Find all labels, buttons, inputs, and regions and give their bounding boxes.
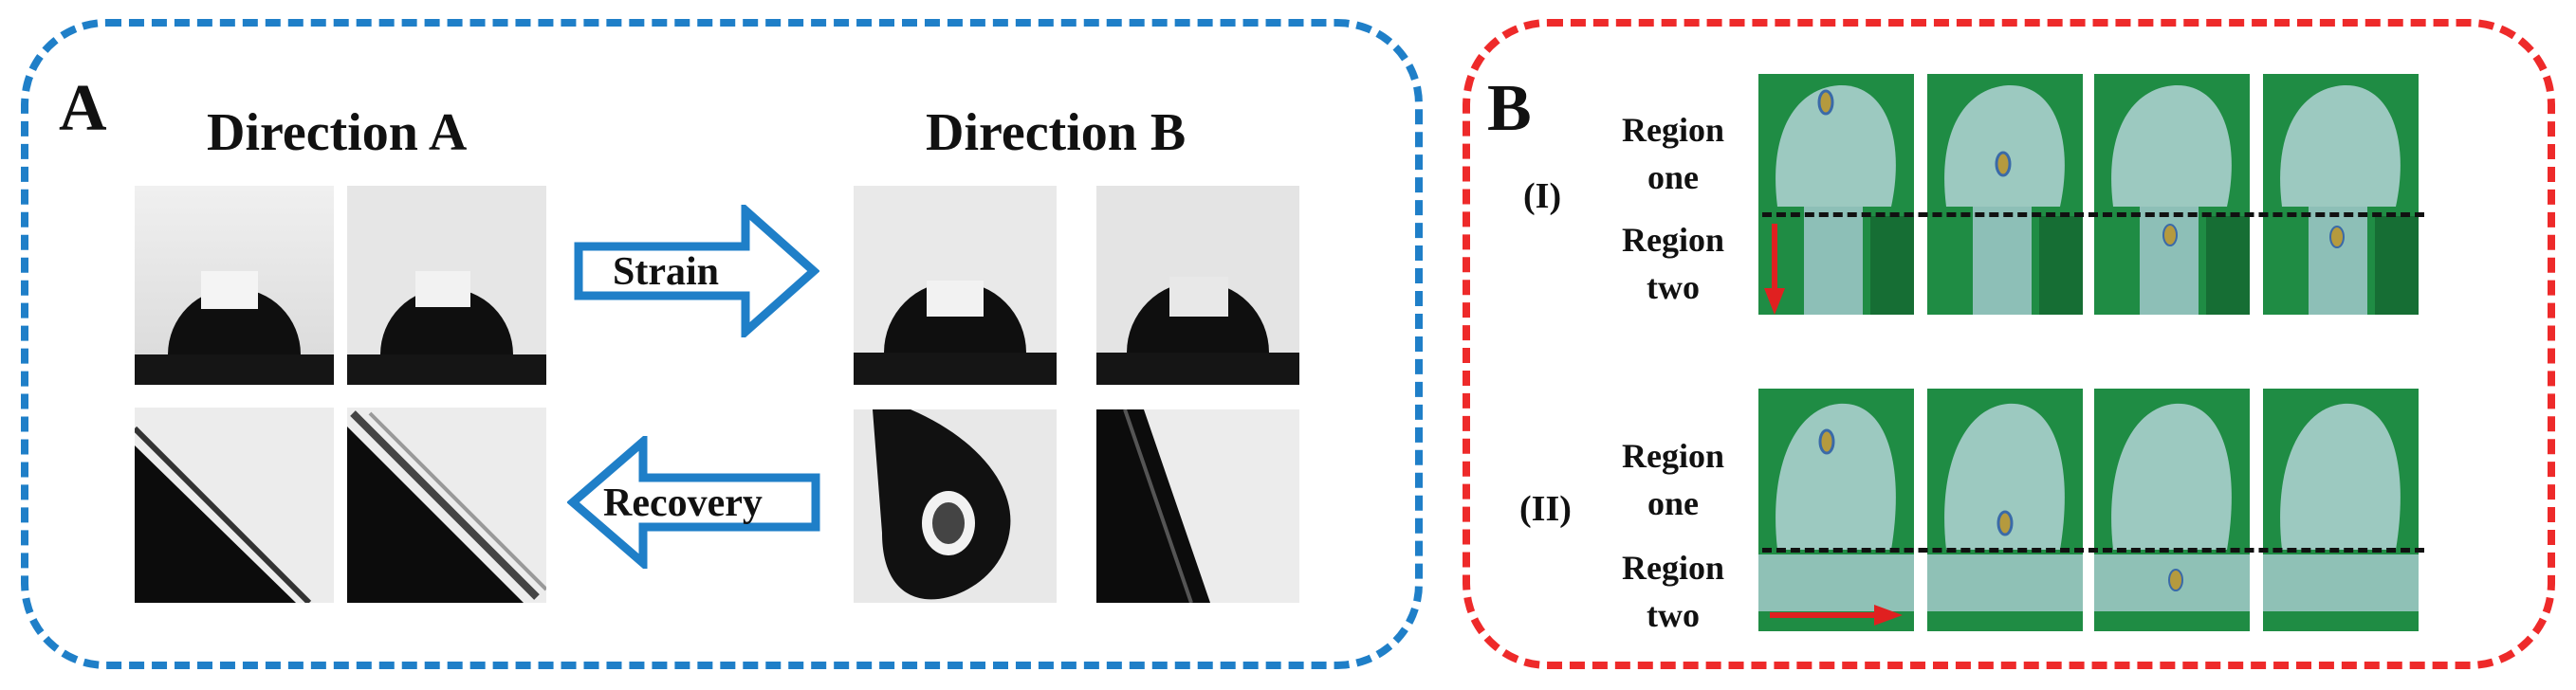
- region-word: Region: [1622, 437, 1724, 475]
- row2-frame-1: [1758, 389, 1914, 631]
- one-word: one: [1647, 484, 1699, 523]
- row1-frame-2: [1927, 74, 2083, 315]
- two-word: two: [1647, 596, 1700, 635]
- region-one-label-row1: Region one: [1612, 106, 1734, 202]
- direction-b-title: Direction B: [926, 103, 1187, 162]
- region-word: Region: [1622, 221, 1724, 259]
- droplet-image-direction-b-1: [854, 186, 1057, 385]
- panel-b-letter: B: [1487, 72, 1532, 145]
- row-one-label: (I): [1523, 176, 1562, 216]
- region-two-label-row1: Region two: [1612, 216, 1734, 312]
- row1-frame-4: [2263, 74, 2419, 315]
- one-word: one: [1647, 158, 1699, 197]
- region-two-label-row2: Region two: [1612, 544, 1734, 640]
- droplet-image-direction-a-1: [135, 186, 334, 385]
- row2-frame-2: [1927, 389, 2083, 631]
- row2-frame-4: [2263, 389, 2419, 631]
- droplet-image-direction-a-2: [347, 186, 546, 385]
- row1-frame-1: [1758, 74, 1914, 315]
- panel-a-letter: A: [59, 72, 107, 145]
- down-arrow-icon: [1764, 224, 1785, 315]
- strain-label: Strain: [613, 250, 720, 294]
- region-boundary-line-row1: [1762, 212, 2424, 217]
- two-word: two: [1647, 268, 1700, 307]
- region-word: Region: [1622, 549, 1724, 587]
- sliding-image-direction-a-2: [347, 408, 546, 603]
- region-word: Region: [1622, 111, 1724, 149]
- sliding-image-direction-a-1: [135, 408, 334, 603]
- right-arrow-icon: [1770, 605, 1903, 626]
- region-one-label-row2: Region one: [1612, 432, 1734, 528]
- sliding-image-direction-b: [1096, 409, 1299, 603]
- row-two-label: (II): [1519, 489, 1572, 529]
- recovery-label: Recovery: [603, 481, 763, 525]
- recovery-arrow: [567, 436, 821, 569]
- row1-frame-3: [2094, 74, 2250, 315]
- droplet-sliding-image-direction-b: [854, 409, 1057, 603]
- strain-arrow: [573, 205, 819, 337]
- region-boundary-line-row2: [1762, 548, 2424, 553]
- row2-frame-3: [2094, 389, 2250, 631]
- panel-a-frame: [21, 19, 1423, 669]
- direction-a-title: Direction A: [207, 103, 468, 162]
- panel-b-frame: [1463, 19, 2555, 669]
- droplet-image-direction-b-2: [1096, 186, 1299, 385]
